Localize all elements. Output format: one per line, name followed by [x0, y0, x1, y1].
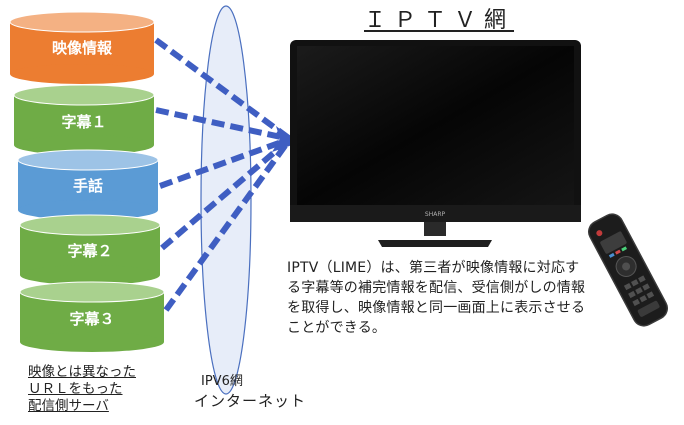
description-text: IPTV（LIME）は、第三者が映像情報に対応する字幕等の補完情報を配信、受信側…: [287, 260, 586, 336]
source-label: 字幕２: [67, 242, 112, 260]
source-label: 手話: [73, 177, 103, 195]
arrowhead: [272, 126, 298, 152]
source-cylinder: [17, 149, 159, 220]
server-caption-line: 映像とは異なった: [28, 364, 136, 380]
ipv6-network-label: IPV6網: [201, 374, 243, 389]
source-label: 映像情報: [52, 39, 113, 57]
source-cylinder: [19, 281, 165, 352]
arrow-line: [163, 137, 293, 312]
tv-brand-label: SHARP: [425, 211, 446, 218]
server-caption: 映像とは異なった ＵＲＬをもった 配信側サーバ: [28, 364, 138, 415]
arrows: [154, 37, 293, 312]
source-cylinder: [9, 11, 155, 84]
source-label: 字幕１: [61, 113, 106, 131]
iptv-network-title: ＩＰＴＶ網: [364, 8, 515, 33]
internet-label: インターネット: [194, 392, 307, 410]
server-caption-line: ＵＲＬをもった: [28, 381, 123, 397]
remote-control-icon: [588, 213, 668, 327]
arrow-line: [155, 107, 291, 142]
television: SHARP: [290, 40, 581, 247]
arrow-line: [154, 37, 292, 142]
server-caption-line: 配信側サーバ: [28, 398, 109, 414]
source-label: 字幕３: [69, 310, 114, 328]
arrow-line: [160, 136, 292, 251]
source-cylinder: [19, 214, 161, 285]
arrow-line: [158, 136, 292, 189]
source-cylinder: [13, 84, 155, 155]
